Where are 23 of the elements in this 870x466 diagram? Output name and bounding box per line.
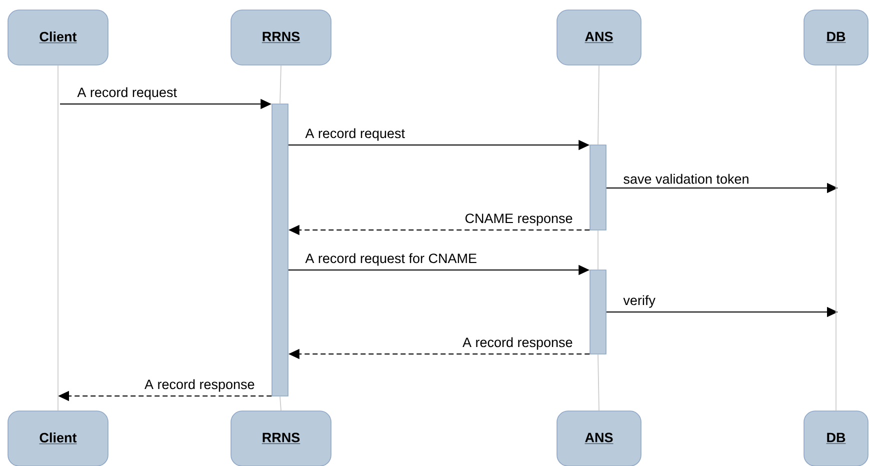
lifeline (280, 396, 282, 412)
lifeline (598, 354, 600, 412)
edge-label: A record response (144, 379, 254, 392)
edge-label: CNAME response (465, 214, 572, 226)
participant-box: DB (804, 10, 868, 66)
activation-bar (272, 104, 288, 396)
edge-label: verify (623, 295, 656, 308)
participant-box: Client (8, 410, 108, 466)
participant-box: ANS (556, 410, 642, 466)
edge-label: save validation token (624, 174, 748, 184)
edge-label: A record request (305, 128, 405, 141)
edge-label: A record request for CNAME (305, 253, 476, 266)
lifeline (598, 64, 600, 146)
edge-label: A record request (77, 87, 177, 100)
edge-label: A record response (462, 337, 572, 350)
activation-bar (590, 144, 606, 230)
lifeline (280, 64, 282, 104)
participant-box: RRNS (230, 410, 332, 466)
participant-box: Client (8, 10, 108, 66)
participant-box: RRNS (230, 10, 332, 66)
activation-bar (590, 270, 606, 354)
participant-box: ANS (556, 10, 642, 66)
participant-box: DB (804, 410, 868, 466)
